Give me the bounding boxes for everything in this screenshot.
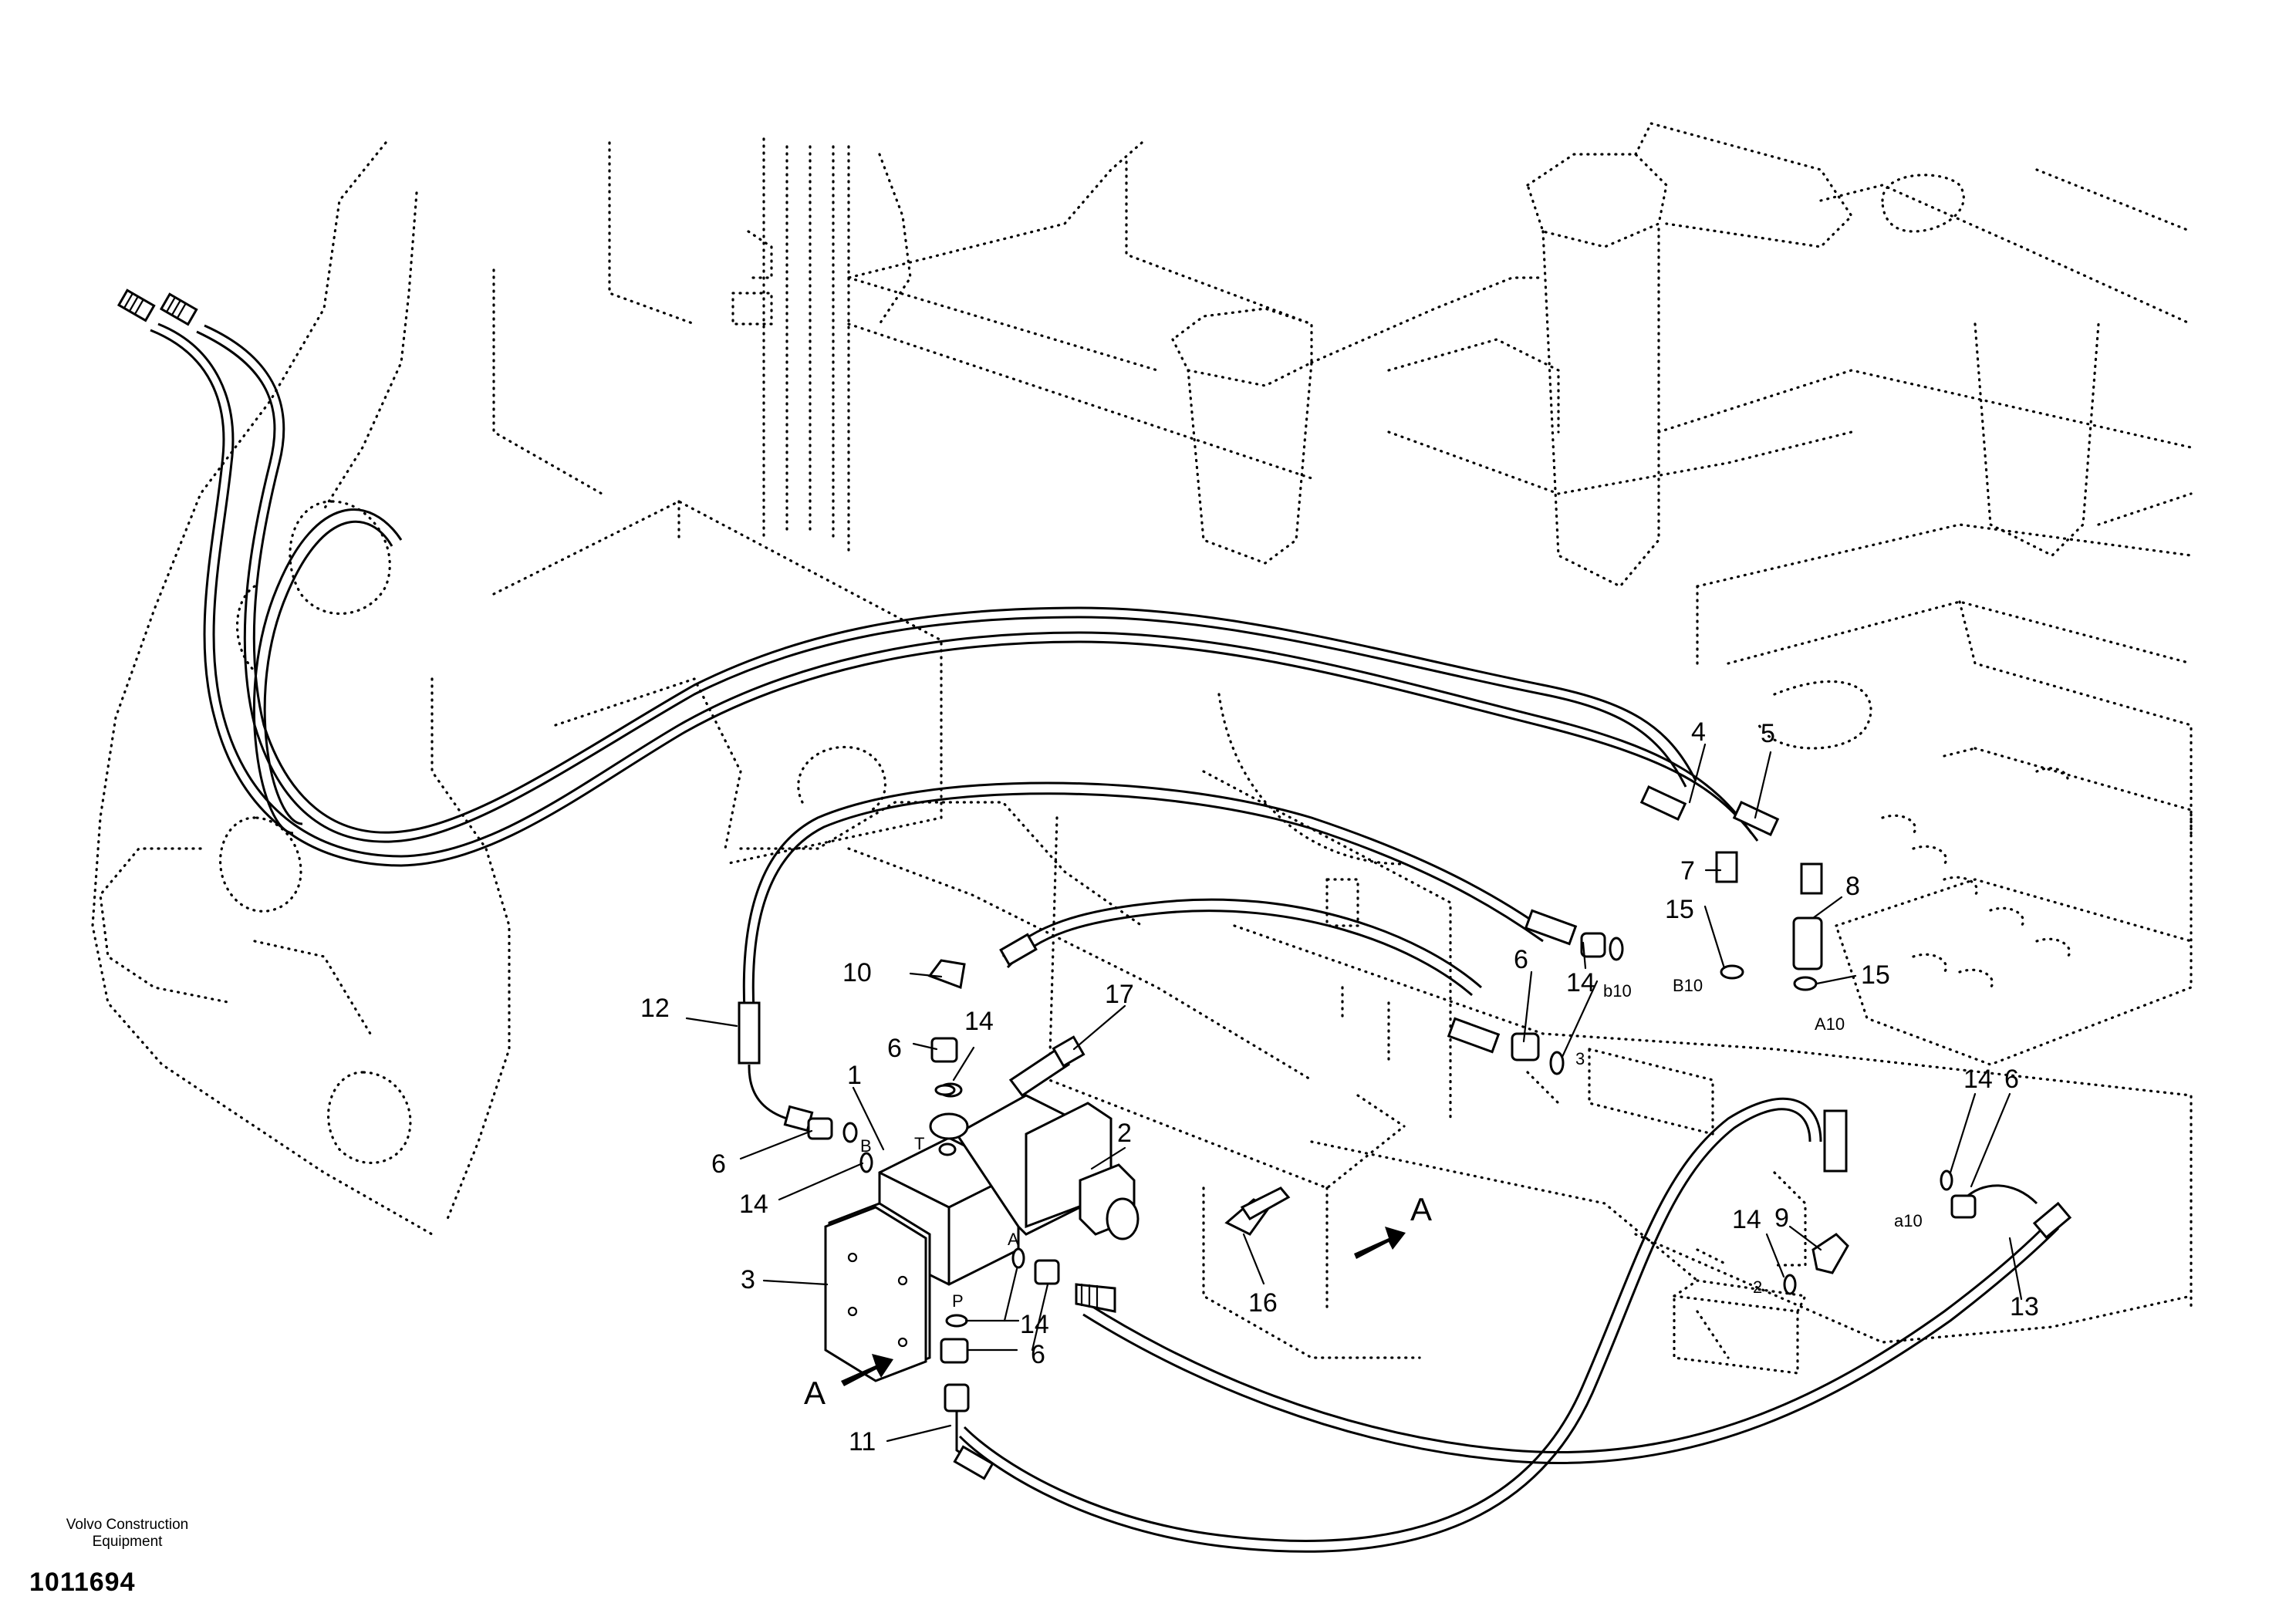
- callout-14: 14: [1963, 1065, 1993, 1094]
- callout-leader-lines: [685, 743, 2023, 1443]
- callout-1: 1: [847, 1061, 862, 1090]
- port-labels: b10 B10 A10 a10 3 2 T B A P: [860, 976, 1923, 1311]
- callout-11: 11: [849, 1427, 876, 1456]
- callout-13: 13: [2010, 1292, 2039, 1321]
- view-a-label-lower: A: [804, 1375, 826, 1411]
- port-label-a10: a10: [1894, 1211, 1923, 1230]
- callout-14: 14: [964, 1007, 994, 1036]
- port-label-A: A: [1008, 1230, 1019, 1249]
- callout-6: 6: [1514, 945, 1528, 974]
- callout-9: 9: [1774, 1203, 1789, 1233]
- port-label-B: B: [860, 1136, 872, 1156]
- callout-6: 6: [2004, 1065, 2019, 1094]
- callout-7: 7: [1680, 856, 1695, 886]
- callout-14: 14: [739, 1190, 768, 1219]
- view-markers: A A: [804, 1191, 1432, 1411]
- callout-6: 6: [1031, 1340, 1045, 1369]
- callout-8: 8: [1845, 872, 1860, 901]
- callout-3: 3: [741, 1265, 755, 1294]
- callout-14: 14: [1732, 1205, 1761, 1234]
- port-label-2: 2: [1753, 1277, 1762, 1297]
- part-callouts: 4 5 7 8 15 15 6 14 10 17 12 6 14 1 2 6 1…: [640, 717, 2039, 1456]
- port-label-3: 3: [1575, 1049, 1585, 1068]
- callout-4: 4: [1691, 717, 1706, 747]
- company-name: Volvo Construction Equipment: [66, 1517, 189, 1550]
- callout-16: 16: [1248, 1288, 1278, 1318]
- callout-14: 14: [1566, 968, 1595, 997]
- hose-end-fittings: [116, 289, 2072, 1480]
- callout-6: 6: [711, 1149, 726, 1179]
- callout-17: 17: [1105, 980, 1134, 1009]
- machine-frame-outline: [91, 122, 2193, 1375]
- callout-10: 10: [842, 958, 872, 987]
- callout-6: 6: [887, 1034, 902, 1063]
- port-label-P: P: [952, 1291, 964, 1311]
- port-label-A10: A10: [1815, 1014, 1845, 1034]
- callout-14: 14: [1020, 1310, 1049, 1339]
- view-a-label-upper: A: [1410, 1191, 1432, 1227]
- callout-15: 15: [1861, 960, 1890, 990]
- drawing-number: 1011694: [29, 1568, 136, 1597]
- callout-12: 12: [640, 994, 670, 1023]
- callout-15: 15: [1665, 895, 1694, 924]
- callout-5: 5: [1761, 719, 1775, 748]
- port-label-B10: B10: [1673, 976, 1703, 995]
- hose-routes: [150, 322, 2060, 1553]
- view-a-arrows: [841, 1227, 1406, 1386]
- callout-2: 2: [1117, 1119, 1132, 1148]
- port-label-b10: b10: [1603, 981, 1632, 1001]
- port-label-T: T: [914, 1134, 924, 1153]
